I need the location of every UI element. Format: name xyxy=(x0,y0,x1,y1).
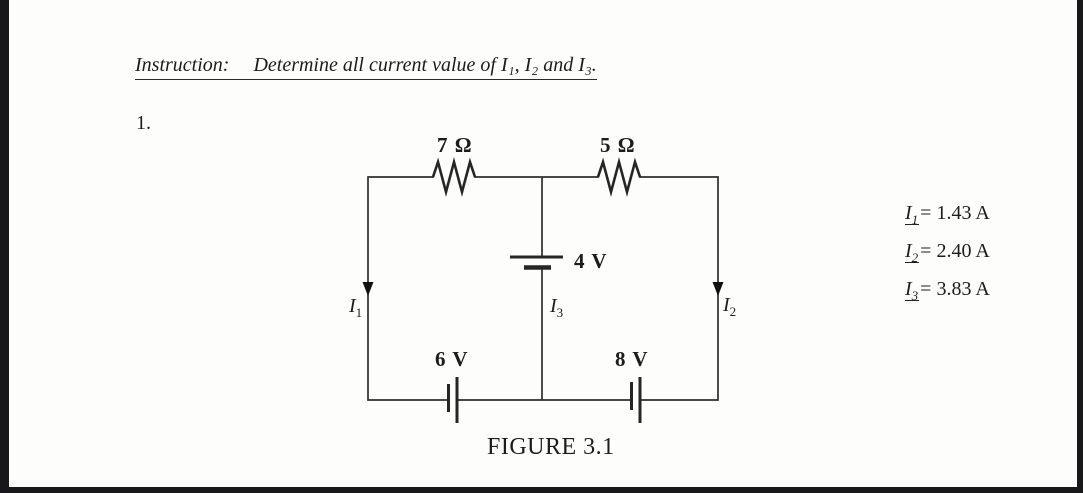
answer-i2-label: I2 xyxy=(905,240,920,265)
answer-i1-base: I xyxy=(905,202,912,224)
instruction-line: Instruction: Determine all current value … xyxy=(135,54,597,80)
battery-8v-symbol xyxy=(630,377,642,423)
figure-caption: FIGURE 3.1 xyxy=(487,434,615,460)
current-i3-sub: 3 xyxy=(556,305,564,320)
answer-i3: I3= 3.83 A xyxy=(905,278,990,303)
answer-i1: I1= 1.43 A xyxy=(905,202,990,227)
current-label-i2: I2 xyxy=(723,294,737,319)
answer-i3-sub: 3 xyxy=(911,288,919,303)
screen-edge-right xyxy=(1077,0,1083,493)
answer-i2-sub: 2 xyxy=(911,250,919,265)
current-label-i3: I3 xyxy=(550,295,564,320)
current-i2-base: I xyxy=(723,294,730,316)
answer-i2: I2= 2.40 A xyxy=(905,240,990,265)
answer-i1-label: I1 xyxy=(905,202,920,227)
answer-i2-value: = 2.40 A xyxy=(920,240,990,262)
battery-6v-label: 6 V xyxy=(435,347,469,371)
current-i1-sub: 1 xyxy=(355,305,363,320)
answer-i3-base: I xyxy=(905,278,912,300)
current-arrow-i1 xyxy=(362,282,374,296)
battery-4v-symbol xyxy=(510,255,563,270)
current-i1-base: I xyxy=(349,295,356,317)
answer-i1-value: = 1.43 A xyxy=(920,202,990,224)
current-i3-base: I xyxy=(550,295,557,317)
answer-i1-sub: 1 xyxy=(911,212,919,227)
battery-8v-label: 8 V xyxy=(615,347,649,371)
instruction-label: Instruction: xyxy=(135,54,230,76)
resistor-7ohm-zigzag xyxy=(431,156,477,198)
screen-edge-left xyxy=(0,0,9,493)
instruction-text: Determine all current value of I₁, I₂ an… xyxy=(253,54,597,76)
resistor-5ohm-label: 5 Ω xyxy=(600,133,636,157)
current-label-i1: I1 xyxy=(349,295,363,320)
answer-i3-label: I3 xyxy=(905,278,920,303)
battery-6v-symbol xyxy=(447,377,459,423)
current-i2-sub: 2 xyxy=(729,304,737,319)
problem-number: 1. xyxy=(136,112,151,134)
resistor-5ohm-zigzag xyxy=(596,156,642,198)
battery-4v-label: 4 V xyxy=(574,249,608,273)
resistor-7ohm-label: 7 Ω xyxy=(437,133,473,157)
answer-i2-base: I xyxy=(905,240,912,262)
circuit-wires xyxy=(367,176,719,401)
current-arrow-i2 xyxy=(712,282,724,296)
screen-edge-bottom xyxy=(0,487,1083,493)
answer-i3-value: = 3.83 A xyxy=(920,278,990,300)
answer-list: I1= 1.43 A I2= 2.40 A I3= 3.83 A xyxy=(905,202,990,303)
